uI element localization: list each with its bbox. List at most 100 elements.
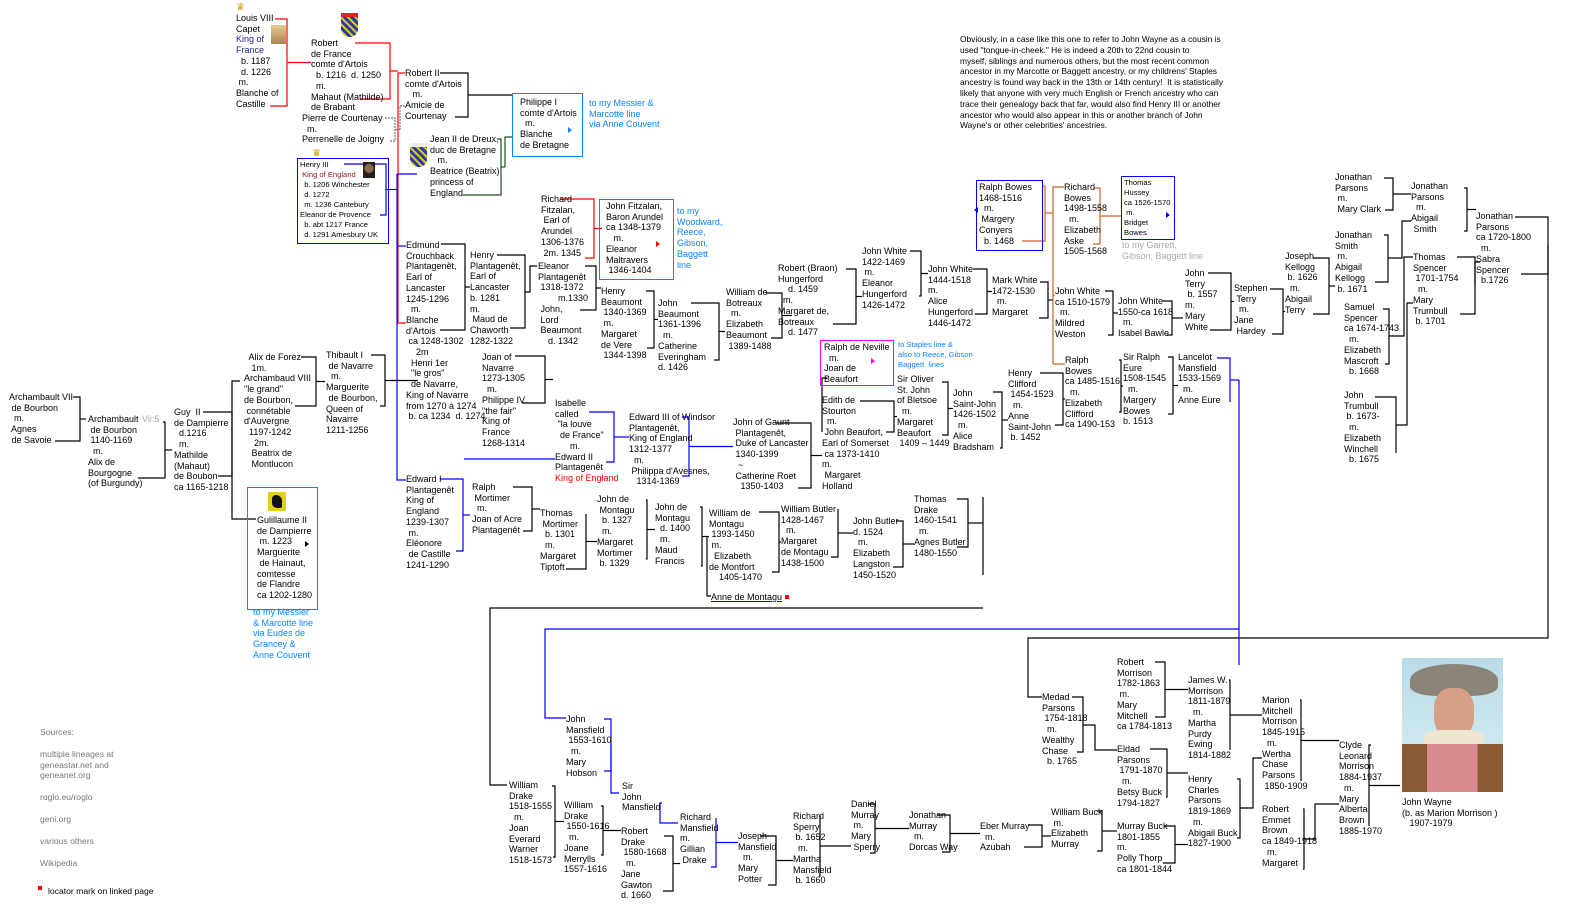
arrow-icon — [568, 127, 572, 133]
person-line: 1460-1541 — [914, 515, 958, 526]
link-woodward-line[interactable]: to my Woodward, Reece, Gibson, Baggett l… — [677, 206, 723, 270]
legend: locator mark on linked page — [38, 886, 154, 896]
person-line: m. — [1117, 776, 1132, 787]
person-line: 1450-1520 — [853, 569, 897, 580]
person-line: Lancaster — [406, 282, 446, 293]
person-line: ca 1720-1800 — [1476, 232, 1532, 243]
person-line: d. 1400 — [655, 523, 691, 534]
person-line: 1444-1518 — [928, 274, 972, 285]
connector-line — [1375, 396, 1397, 453]
person-line: King of — [236, 34, 265, 45]
person-line: m. — [781, 525, 796, 536]
person-line: Duke of Lancaster — [733, 438, 809, 449]
person-line: ca 1674-1743 — [1344, 323, 1400, 334]
person-line: Alberta — [1339, 804, 1368, 815]
person-line: b. 1671 — [1335, 283, 1368, 294]
person-line: Spencer — [1344, 312, 1378, 323]
person-line: Eléonore — [406, 538, 443, 549]
person-line: Beaufort — [897, 427, 932, 438]
person-line: Mary — [851, 831, 871, 842]
person-line: Parsons — [1042, 702, 1076, 713]
connector-line — [659, 802, 678, 824]
person-line: called — [555, 408, 579, 419]
person-line: Mortimer — [540, 518, 579, 529]
person-line: Margaret — [992, 307, 1029, 318]
person-line: John de — [597, 494, 630, 504]
person-line: b. 1673- — [1344, 411, 1380, 422]
person-line: Jean II de Dreux, — [430, 134, 499, 144]
connector-line — [489, 607, 983, 786]
person-line: England — [430, 187, 464, 198]
person-line: Elizabeth — [1051, 828, 1089, 839]
person-line: Sir — [622, 781, 633, 791]
source-item: geni.org — [40, 813, 72, 824]
person-line: Eldad — [1117, 744, 1141, 754]
person-line: 1318-1372 — [538, 282, 584, 293]
person-line: b. 1701 — [1413, 316, 1446, 327]
person-line: Marion — [1262, 695, 1290, 705]
person-line: 1m. — [244, 362, 267, 373]
person-line: b. 1187 — [236, 55, 271, 66]
person-line: Kellogg — [1285, 261, 1316, 272]
link-anne-de-montagu[interactable]: Anne de Montagu — [711, 592, 790, 602]
person-line: m. — [1055, 307, 1070, 318]
person-line: ca 1485-1516 — [1065, 376, 1121, 387]
person-line: ca 1849-1918 — [1262, 836, 1318, 847]
link-garrett-line[interactable]: to my Garrett, Gibson, Baggett line — [1122, 240, 1204, 261]
person-line: Purdy — [1188, 728, 1212, 739]
connector-line — [566, 514, 587, 570]
person-line: Alice — [928, 296, 948, 307]
person-line: m. — [822, 416, 837, 427]
person-line: Margaret — [540, 550, 577, 561]
person-line: 1518-1573 — [509, 854, 553, 865]
link-messier-eudes-de-grancey[interactable]: to my Messier & Marcotte line via Eudes … — [253, 607, 314, 660]
person-line: 1801-1855 — [1117, 831, 1161, 842]
person-line: John — [1344, 390, 1364, 400]
person-line: m. — [1117, 842, 1127, 853]
person-thibault: Thibault I de Navarre m.Marguerite de Bo… — [326, 350, 378, 436]
connector-line — [1457, 256, 1476, 315]
person-line: Mary — [1413, 294, 1433, 305]
person-line: Mary — [1185, 310, 1205, 321]
crown-icon: ♛ — [312, 148, 321, 159]
person-line: Hungerford — [862, 288, 908, 299]
person-line: Elizabeth — [853, 548, 891, 559]
person-line: b. 1626 — [1285, 272, 1318, 283]
person-line: Elizabeth — [1344, 432, 1382, 443]
person-line: b. 1327 — [597, 515, 633, 526]
link-staples-line[interactable]: to Staples line & also to Reece, Gibson … — [898, 340, 973, 369]
person-line: 1480-1550 — [914, 547, 958, 558]
person-line: m. — [405, 89, 423, 100]
link-messier-anne-couvent[interactable]: to my Messier & Marcotte line via Anne C… — [589, 98, 660, 130]
person-line: Marguerite — [326, 382, 370, 393]
person-line: Edward III of Windsor — [629, 412, 716, 422]
person-archambault7: Archambault VII de Bourbon m. Agnes de S… — [9, 392, 73, 446]
connector-line — [1464, 187, 1468, 232]
person-line: ca 1373-1410 — [822, 448, 880, 459]
connector-line — [396, 174, 406, 481]
person-line: b. 1301 — [540, 529, 576, 540]
person-line: de Vere — [601, 339, 633, 350]
person-line: Lord — [538, 314, 559, 325]
person-line: ca 1526-1570 — [1124, 198, 1171, 207]
person-line: de Montfort — [709, 561, 755, 572]
person-line: m. 1236 Cantebury — [300, 200, 369, 209]
person-line: Beaufort — [824, 374, 859, 385]
person-line: Murray — [851, 809, 880, 820]
person-line: Mansfield — [622, 802, 661, 813]
person-line: Eleanor — [538, 261, 570, 271]
person-line: 1533-1569 — [1178, 373, 1222, 384]
person-line: Aske — [1064, 235, 1085, 246]
person-line: m. — [9, 413, 24, 424]
person-line: Eure — [1123, 362, 1143, 373]
connector-line — [910, 250, 922, 297]
person-line: Bourgogne — [88, 467, 133, 478]
person-line: m. — [1339, 782, 1354, 793]
